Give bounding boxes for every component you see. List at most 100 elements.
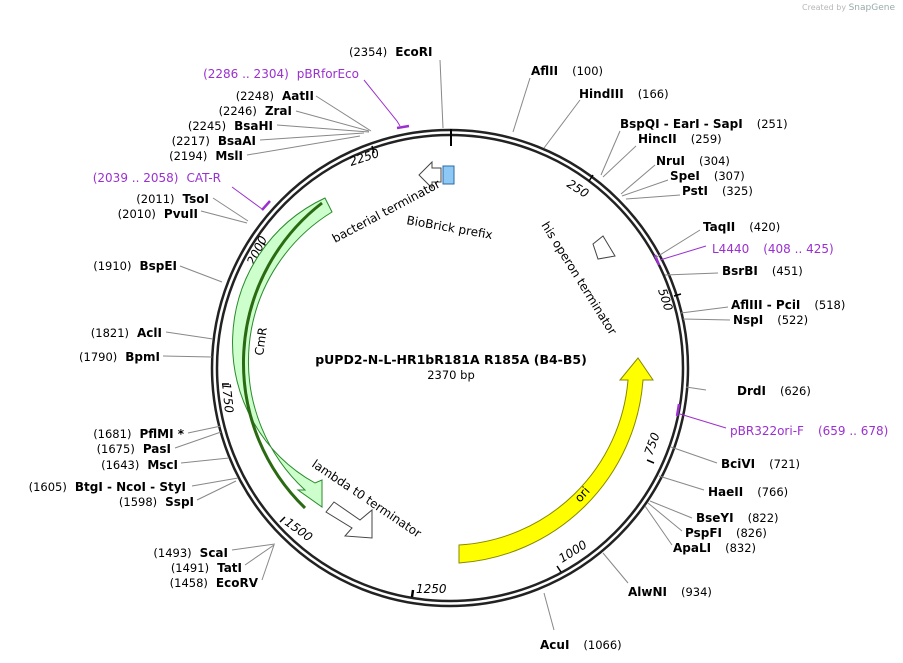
bsaai-leader xyxy=(259,132,365,141)
site-acli[interactable]: (1821)AclI xyxy=(91,326,162,340)
site-spei[interactable]: SpeI(307) xyxy=(670,169,745,183)
site-sspi[interactable]: (1598)SspI xyxy=(119,495,194,509)
aatii-leader xyxy=(315,95,372,132)
tick-labels: 250 500 750 1000 1250 1500 1750 2000 225… xyxy=(219,146,676,596)
site-scai[interactable]: (1493)ScaI xyxy=(153,546,228,560)
feature-bacterial-terminator[interactable]: bacterial terminator xyxy=(330,160,443,246)
haeii-leader xyxy=(658,475,705,491)
bacterial-terminator-label: bacterial terminator xyxy=(330,177,443,246)
site-hincii[interactable]: HincII(259) xyxy=(638,132,722,146)
site-bsaai[interactable]: (2217)BsaAI xyxy=(172,134,256,148)
site-drdi[interactable]: DrdI(626) xyxy=(737,384,811,398)
hincii-leader xyxy=(602,145,637,178)
feature-ori[interactable]: ori xyxy=(458,357,654,564)
alwni-leader xyxy=(602,552,629,584)
site-pvuii[interactable]: (2010)PvuII xyxy=(118,207,198,221)
site-nrui[interactable]: NruI(304) xyxy=(656,154,730,168)
site-zrai[interactable]: (2246)ZraI xyxy=(219,104,292,118)
pvuii-leader xyxy=(200,210,248,224)
his-operon-terminator-arrow[interactable] xyxy=(592,235,616,260)
primer-markers xyxy=(261,124,681,417)
ori-arrow[interactable] xyxy=(458,357,654,564)
plasmid-name: pUPD2-N-L-HR1bR181A R185A (B4-B5) xyxy=(315,352,587,367)
site-bcivi[interactable]: BciVI(721) xyxy=(721,457,800,471)
biobrick-prefix-box[interactable] xyxy=(442,165,455,185)
site-alwni[interactable]: AlwNI(934) xyxy=(628,585,712,599)
msci-leader xyxy=(180,457,230,464)
tick-2250 xyxy=(371,145,375,154)
primer-pbr322ori-f[interactable]: pBR322ori-F(659 .. 678) xyxy=(730,424,888,438)
pbrforeco-leader xyxy=(363,79,401,127)
tick-1000 xyxy=(556,565,562,573)
site-pspfi[interactable]: PspFI(826) xyxy=(685,526,767,540)
bseyi-leader xyxy=(649,500,693,519)
tick-500 xyxy=(673,293,682,297)
site-bpmi[interactable]: (1790)BpmI xyxy=(79,350,160,364)
plasmid-length: 2370 bp xyxy=(427,368,475,382)
acli-leader xyxy=(165,331,214,340)
site-bsahi[interactable]: (2245)BsaHI xyxy=(188,119,273,133)
site-hindiii[interactable]: HindIII(166) xyxy=(579,87,669,101)
bspqi-leader xyxy=(600,130,621,176)
bpmi-leader xyxy=(162,355,213,358)
pbr322ori-f-leader xyxy=(679,413,727,429)
pflmi-leader xyxy=(187,425,222,434)
site-bspqi-eari-sapi[interactable]: BspQI - EarI - SapI(251) xyxy=(620,117,788,131)
site-taqii[interactable]: TaqII(420) xyxy=(703,220,780,234)
msli-leader xyxy=(246,135,361,156)
ecori-leader xyxy=(439,59,444,129)
primer-pbrforeco[interactable]: (2286 .. 2304)pBRforEco xyxy=(203,67,359,81)
site-bseyi[interactable]: BseYI(822) xyxy=(696,511,779,525)
l4440-marker xyxy=(653,254,661,266)
tsoi-leader xyxy=(212,197,249,222)
site-haeii[interactable]: HaeII(766) xyxy=(708,485,788,499)
tick-label-500: 500 xyxy=(655,287,676,313)
feature-lambda-t0-terminator[interactable]: lambda t0 terminator xyxy=(309,457,424,541)
tick-250 xyxy=(588,174,594,182)
cmr-arrow[interactable] xyxy=(232,197,333,508)
site-nspi[interactable]: NspI(522) xyxy=(733,313,808,327)
cat-r-marker xyxy=(261,200,271,211)
site-bsrbi[interactable]: BsrBI(451) xyxy=(722,264,803,278)
site-aflii[interactable]: AflII(100) xyxy=(531,64,603,78)
aflii-leader xyxy=(512,77,531,133)
site-tati[interactable]: (1491)TatI xyxy=(171,561,242,575)
site-msci[interactable]: (1643)MscI xyxy=(101,458,178,472)
tick-label-1250: 1250 xyxy=(416,582,447,596)
site-bspei[interactable]: (1910)BspEI xyxy=(93,259,177,273)
site-acui[interactable]: AcuI(1066) xyxy=(540,638,622,652)
tick-label-1000: 1000 xyxy=(556,537,590,565)
his-operon-terminator-label: his operon terminator xyxy=(538,219,619,337)
site-leaders xyxy=(162,59,731,631)
spei-leader xyxy=(621,179,669,197)
feature-his-operon-terminator[interactable]: his operon terminator xyxy=(538,219,619,337)
primer-l4440[interactable]: L4440(408 .. 425) xyxy=(712,242,834,256)
feature-cmr[interactable]: CmR xyxy=(232,197,333,508)
site-btgi-ncoi-styi[interactable]: (1605)BtgI - NcoI - StyI xyxy=(29,480,186,494)
l4440-leader xyxy=(659,245,707,261)
brui-leader xyxy=(620,164,656,195)
site-psti[interactable]: PstI(325) xyxy=(682,184,753,198)
tick-1250 xyxy=(410,589,415,598)
site-ecori[interactable]: (2354)EcoRI xyxy=(349,45,433,59)
site-labels-left: (1458)EcoRV (1491)TatI (1493)ScaI (1598)… xyxy=(29,67,359,590)
site-msli[interactable]: (2194)MslI xyxy=(169,149,243,163)
tick-label-1750: 1750 xyxy=(219,382,236,414)
sspi-leader xyxy=(196,480,237,501)
site-pasi[interactable]: (1675)PasI xyxy=(97,442,171,456)
site-afliii-pcii[interactable]: AflIII - PciI(518) xyxy=(731,298,845,312)
bacterial-terminator-arrow[interactable] xyxy=(418,160,442,190)
site-pflmi[interactable]: (1681)PflMI * xyxy=(93,427,185,441)
site-ecorv[interactable]: (1458)EcoRV xyxy=(170,576,259,590)
feature-biobrick-prefix[interactable]: BioBrick prefix xyxy=(405,165,494,242)
lambda-t0-terminator-arrow[interactable] xyxy=(325,501,373,539)
site-apali[interactable]: ApaLI(832) xyxy=(673,541,756,555)
primer-cat-r[interactable]: (2039 .. 2058)CAT-R xyxy=(93,171,221,185)
site-aatii[interactable]: (2248)AatII xyxy=(236,89,314,103)
site-tsoi[interactable]: (2011)TsoI xyxy=(136,192,209,206)
hindiii-leader xyxy=(543,99,581,149)
taqii-leader xyxy=(654,229,701,259)
nspi-leader xyxy=(682,318,731,321)
afliii-leader xyxy=(680,306,729,314)
